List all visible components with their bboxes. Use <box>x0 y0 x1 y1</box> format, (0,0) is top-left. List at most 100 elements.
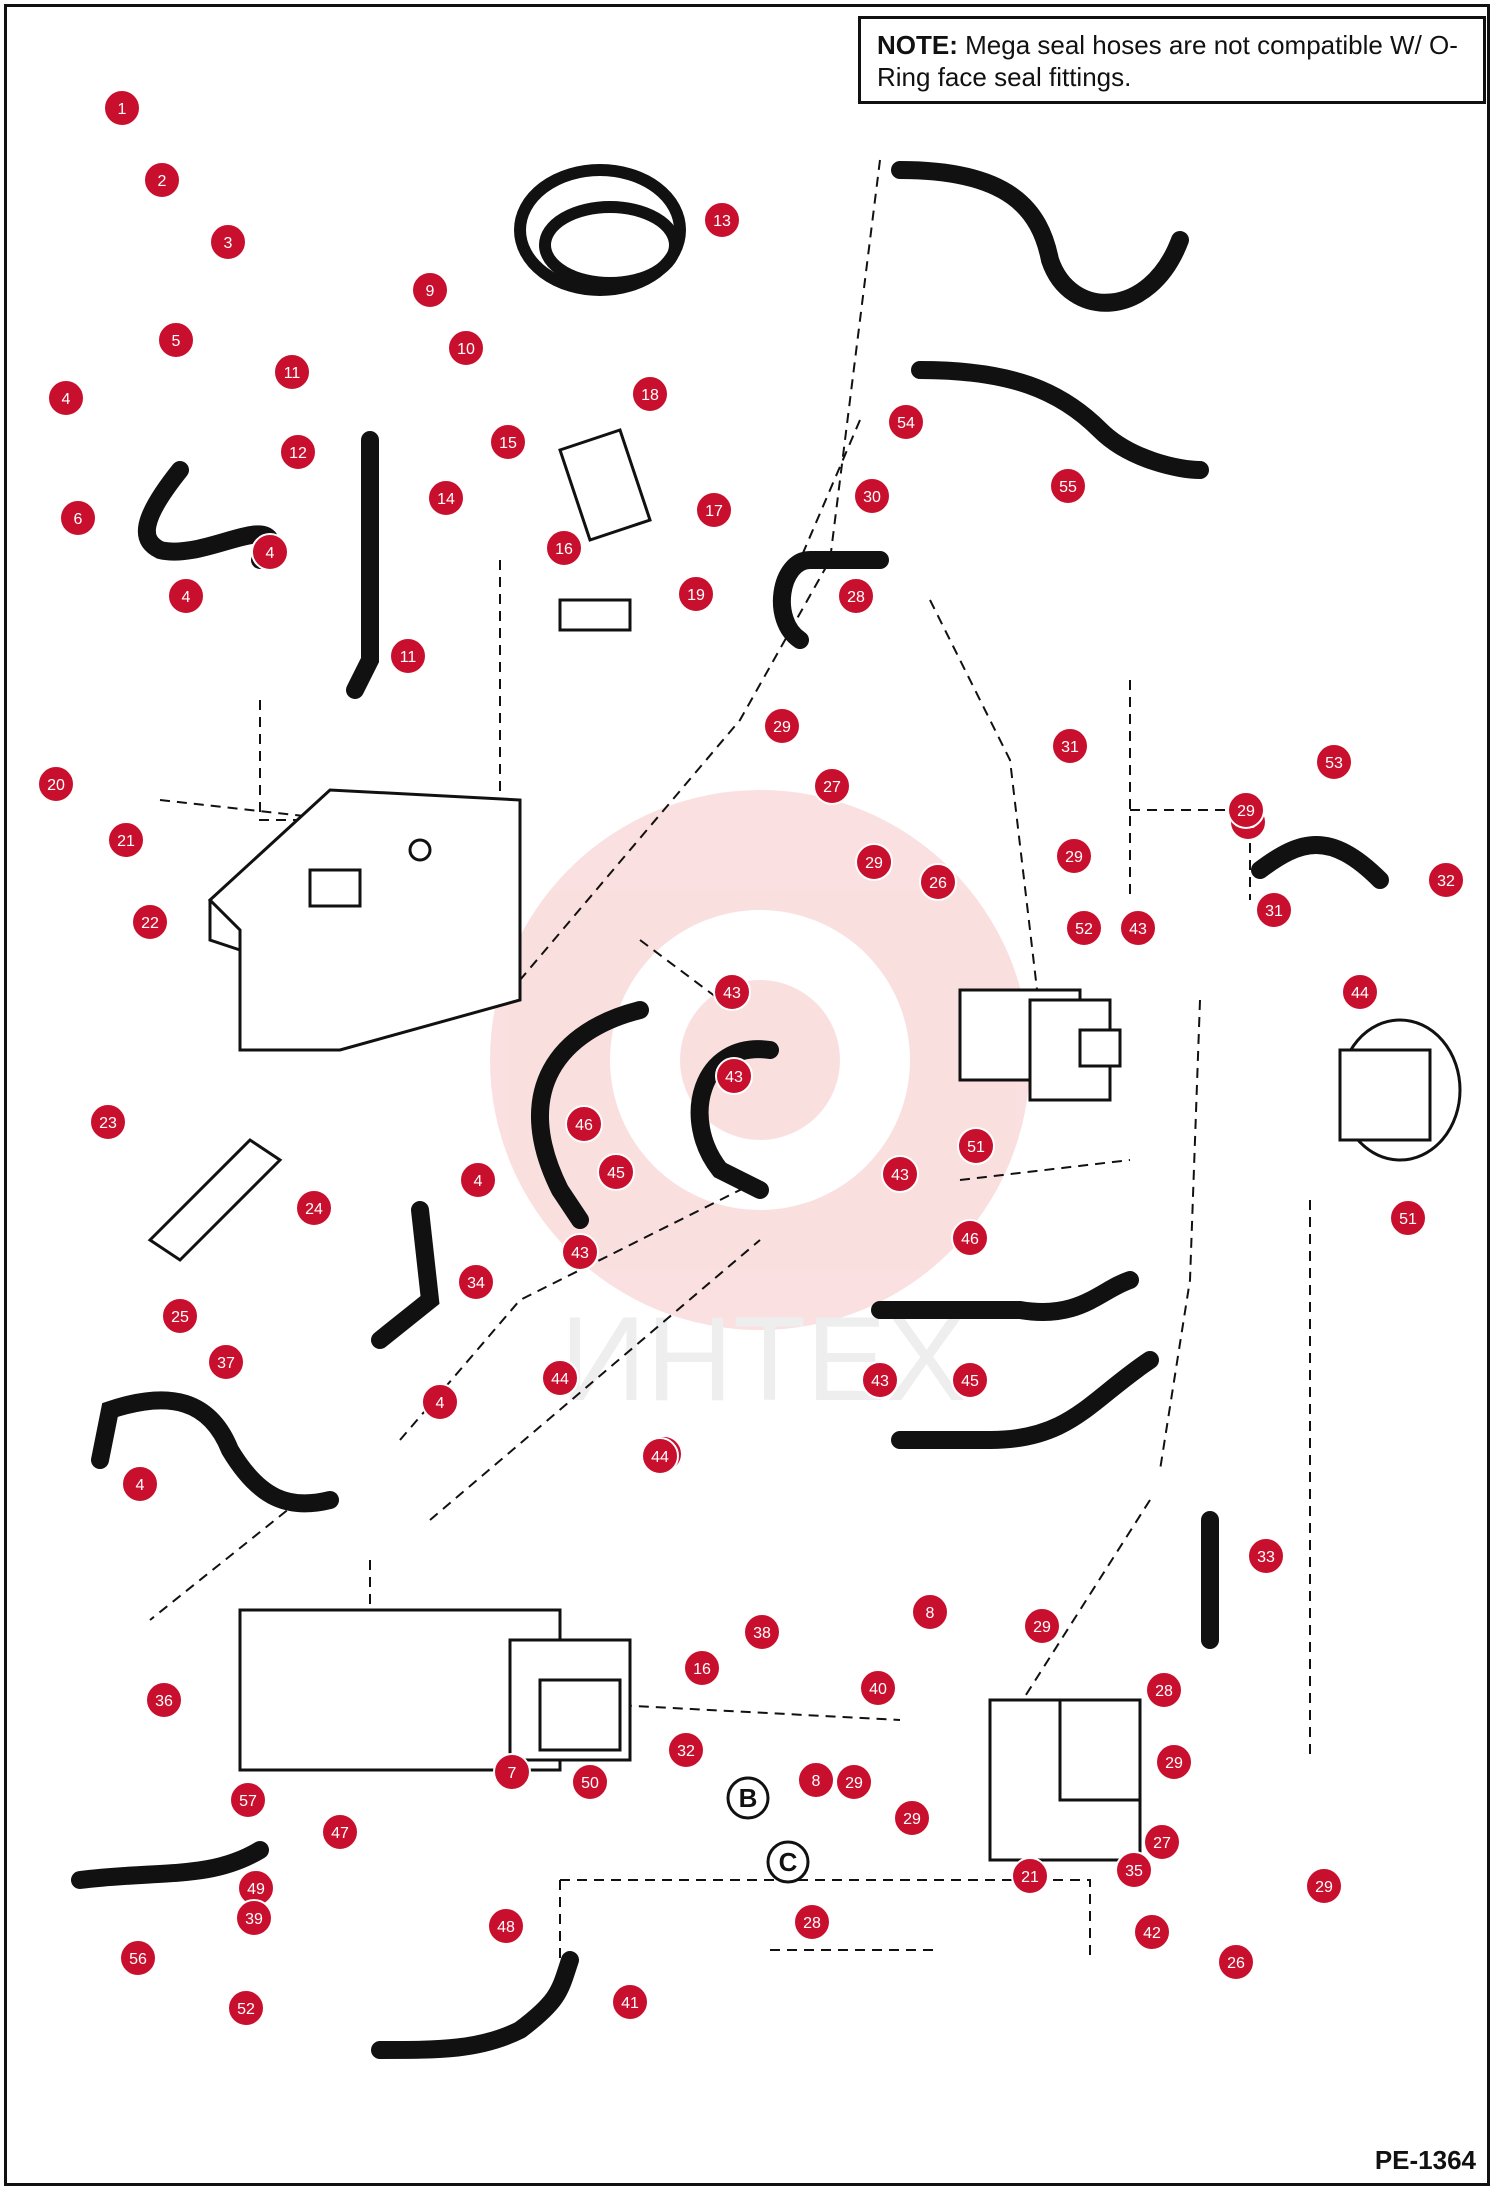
callout-label: 25 <box>171 1309 189 1326</box>
callout-label: 2 <box>158 173 167 190</box>
callout-circle <box>1049 467 1087 505</box>
callout-circle <box>683 1649 721 1687</box>
callout-circle <box>457 1263 495 1301</box>
callout-label: 22 <box>141 915 159 932</box>
callout-label: 38 <box>753 1625 771 1642</box>
callout-circle <box>1247 1537 1285 1575</box>
callout-circle <box>545 529 583 567</box>
callout-circle <box>695 491 733 529</box>
callout-circle <box>427 479 465 517</box>
callout-circle <box>207 1343 245 1381</box>
callout-circle <box>103 89 141 127</box>
callout-circle <box>1389 1199 1427 1237</box>
callout-label: 51 <box>967 1139 985 1156</box>
callout-circle <box>227 1989 265 2027</box>
callout-circle <box>1023 1607 1061 1645</box>
callout-label: 44 <box>651 1449 669 1466</box>
callout-label: 44 <box>551 1371 569 1388</box>
callout-label: 42 <box>1143 1925 1161 1942</box>
callout-circle <box>119 1939 157 1977</box>
callout-label: 4 <box>182 589 191 606</box>
callout-circle <box>957 1127 995 1165</box>
callout-label: 57 <box>239 1793 257 1810</box>
callout-label: 4 <box>436 1395 445 1412</box>
callout-circle <box>951 1219 989 1257</box>
callout-circle <box>1227 791 1265 829</box>
callout-circle <box>797 1761 835 1799</box>
callout-circle <box>1341 973 1379 1011</box>
callout-label: 43 <box>891 1167 909 1184</box>
callout-circle <box>1145 1671 1183 1709</box>
drive-motor-right <box>1338 1018 1462 1162</box>
callout-label: 29 <box>773 719 791 736</box>
callout-circle <box>1315 743 1353 781</box>
callout-circle <box>487 1907 525 1945</box>
callout-label: 36 <box>155 1693 173 1710</box>
callout-label: 26 <box>1227 1955 1245 1972</box>
callout-circle <box>793 1903 831 1941</box>
callout-circle <box>411 271 449 309</box>
callout-label: 50 <box>581 1775 599 1792</box>
callout-circle <box>321 1813 359 1851</box>
callout-label: 31 <box>1061 739 1079 756</box>
callout-circle <box>541 1359 579 1397</box>
callout-circle <box>855 843 893 881</box>
callout-circle <box>295 1189 333 1227</box>
callout-circle <box>1255 891 1293 929</box>
callout-circle <box>715 1057 753 1095</box>
callout-label: 43 <box>871 1373 889 1390</box>
callout-label: 12 <box>289 445 307 462</box>
callout-circle <box>565 1105 603 1143</box>
callout-circle <box>209 223 247 261</box>
callout-circle <box>1115 1851 1153 1889</box>
connector-circle <box>766 1840 810 1884</box>
callout-circle <box>107 821 145 859</box>
hydraulic-reservoir <box>207 788 522 1052</box>
callout-label: 8 <box>926 1605 935 1622</box>
callout-label: 29 <box>845 1775 863 1792</box>
callout-circle <box>59 499 97 537</box>
callout-label: 18 <box>641 387 659 404</box>
mount-bracket <box>558 428 652 542</box>
callout-label: 29 <box>1315 1879 1333 1896</box>
callout-label: 13 <box>713 213 731 230</box>
bracket <box>147 1138 283 1262</box>
callout-circle <box>279 433 317 471</box>
callout-label: 4 <box>474 1173 483 1190</box>
callout-label: 33 <box>1257 1549 1275 1566</box>
callout-circle <box>887 403 925 441</box>
callout-circle <box>743 1613 781 1651</box>
callout-label: 21 <box>1021 1869 1039 1886</box>
diagram-frame <box>4 4 1490 2186</box>
callout-circle <box>881 1155 919 1193</box>
callout-circle <box>167 577 205 615</box>
callout-circle <box>919 863 957 901</box>
callout-label: 4 <box>266 545 275 562</box>
callout-label: 46 <box>961 1231 979 1248</box>
callout-label: 53 <box>1325 755 1343 772</box>
callout-circle <box>489 423 527 461</box>
callout-circle <box>1305 1867 1343 1905</box>
callout-label: 43 <box>725 1069 743 1086</box>
pad <box>558 598 632 632</box>
callout-circle <box>493 1753 531 1791</box>
callout-label: 29 <box>1237 803 1255 820</box>
callout-label: 28 <box>803 1915 821 1932</box>
callout-label: 21 <box>117 833 135 850</box>
callout-circle <box>631 375 669 413</box>
note-box: NOTE: Mega seal hoses are not compatible… <box>858 16 1486 104</box>
callout-circle <box>37 765 75 803</box>
callout-label: 51 <box>1399 1211 1417 1228</box>
callout-circle <box>911 1593 949 1631</box>
callout-label: 20 <box>47 777 65 794</box>
callout-circle <box>47 379 85 417</box>
callout-circle <box>641 1437 679 1475</box>
drawing-code: PE-1364 <box>1374 2145 1476 2175</box>
callout-circle <box>1119 909 1157 947</box>
callout-label: 5 <box>172 333 181 350</box>
callout-label: 17 <box>705 503 723 520</box>
callout-circle <box>951 1361 989 1399</box>
callout-label: 1 <box>118 101 127 118</box>
